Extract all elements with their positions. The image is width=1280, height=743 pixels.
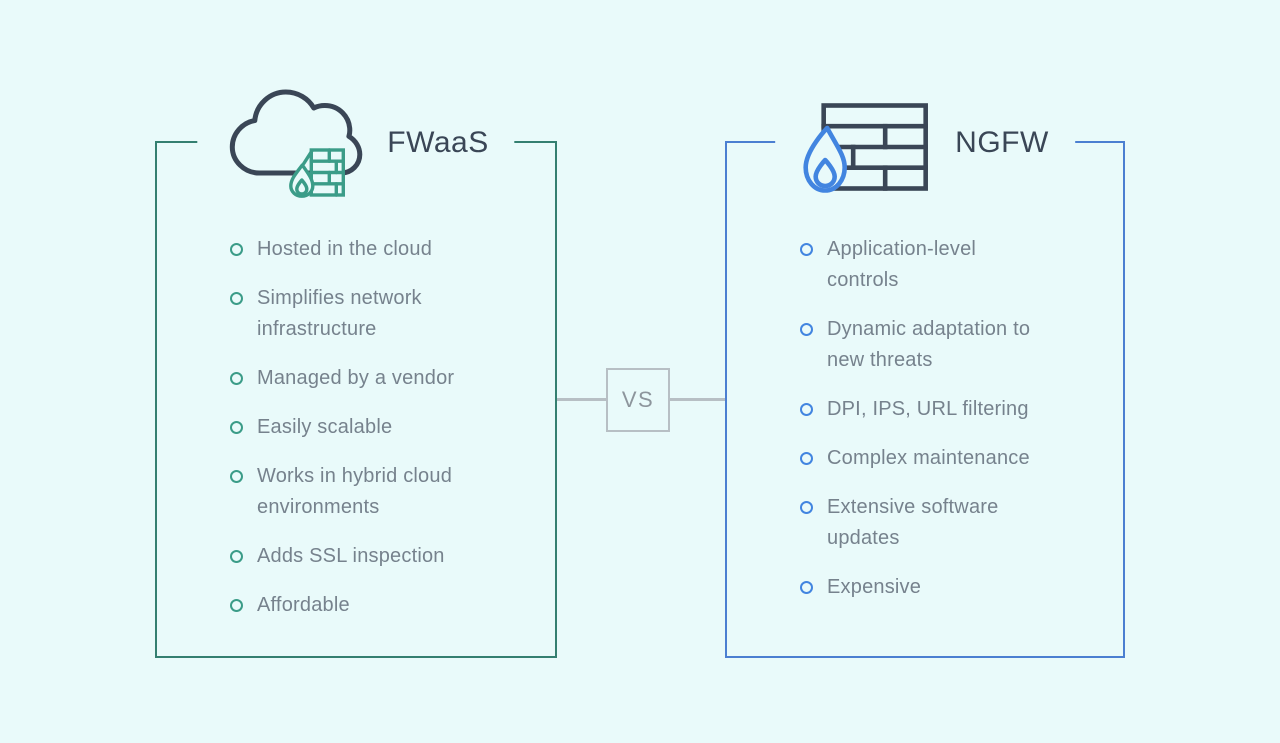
list-item-text: Extensive software updates xyxy=(827,496,999,549)
list-item-text: Works in hybrid cloud environments xyxy=(257,465,453,518)
bullet-circle-icon xyxy=(800,323,813,336)
cloud-firewall-icon xyxy=(229,89,363,198)
list-item: Managed by a vendor xyxy=(230,363,537,394)
bullet-circle-icon xyxy=(230,599,243,612)
list-item: Easily scalable xyxy=(230,412,537,443)
list-item: Affordable xyxy=(230,590,537,621)
bullet-circle-icon xyxy=(230,550,243,563)
bullet-circle-icon xyxy=(800,501,813,514)
vs-badge: VS xyxy=(606,368,670,432)
flame xyxy=(289,163,315,198)
vs-label: VS xyxy=(621,387,655,412)
list-item-text: Expensive xyxy=(827,576,922,598)
list-item-text: Complex maintenance xyxy=(827,447,1030,469)
list-item: Complex maintenance xyxy=(800,443,1105,474)
bullet-circle-icon xyxy=(800,452,813,465)
ngfw-header: NGFW xyxy=(775,83,1075,203)
list-item: Extensive software updates xyxy=(800,492,1105,554)
list-item-text: Managed by a vendor xyxy=(257,367,455,389)
list-item: Application-level controls xyxy=(800,234,1105,296)
firewall-flame-icon xyxy=(803,103,928,193)
fwaas-title: FWaaS xyxy=(387,126,489,159)
list-item: Dynamic adaptation to new threats xyxy=(800,314,1105,376)
ngfw-title: NGFW xyxy=(955,126,1049,159)
bullet-circle-icon xyxy=(800,243,813,256)
brick-wall xyxy=(302,148,345,197)
bullet-circle-icon xyxy=(230,243,243,256)
list-item: Simplifies network infrastructure xyxy=(230,283,537,345)
bullet-circle-icon xyxy=(230,292,243,305)
list-item: DPI, IPS, URL filtering xyxy=(800,394,1105,425)
list-item-text: Dynamic adaptation to new threats xyxy=(827,318,1031,371)
list-item: Hosted in the cloud xyxy=(230,234,537,265)
fwaas-feature-list: Hosted in the cloud Simplifies network i… xyxy=(157,234,555,621)
cloud-outline xyxy=(229,89,363,176)
bullet-circle-icon xyxy=(230,470,243,483)
list-item-text: DPI, IPS, URL filtering xyxy=(827,398,1029,420)
list-item-text: Hosted in the cloud xyxy=(257,238,433,260)
list-item-text: Simplifies network infrastructure xyxy=(257,287,422,340)
list-item: Works in hybrid cloud environments xyxy=(230,461,537,523)
ngfw-feature-list: Application-level controls Dynamic adapt… xyxy=(727,234,1123,603)
bullet-circle-icon xyxy=(800,581,813,594)
list-item-text: Adds SSL inspection xyxy=(257,545,445,567)
ngfw-panel: NGFW Application-level controls Dynamic … xyxy=(725,83,1125,658)
bullet-circle-icon xyxy=(230,372,243,385)
fwaas-panel: FWaaS Hosted in the cloud Simplifies net… xyxy=(155,83,557,658)
list-item: Expensive xyxy=(800,572,1105,603)
list-item-text: Easily scalable xyxy=(257,416,393,438)
list-item-text: Affordable xyxy=(257,594,350,616)
list-item: Adds SSL inspection xyxy=(230,541,537,572)
fwaas-header: FWaaS xyxy=(197,83,515,203)
bullet-circle-icon xyxy=(800,403,813,416)
flame xyxy=(803,125,847,193)
bullet-circle-icon xyxy=(230,421,243,434)
list-item-text: Application-level controls xyxy=(827,238,977,291)
